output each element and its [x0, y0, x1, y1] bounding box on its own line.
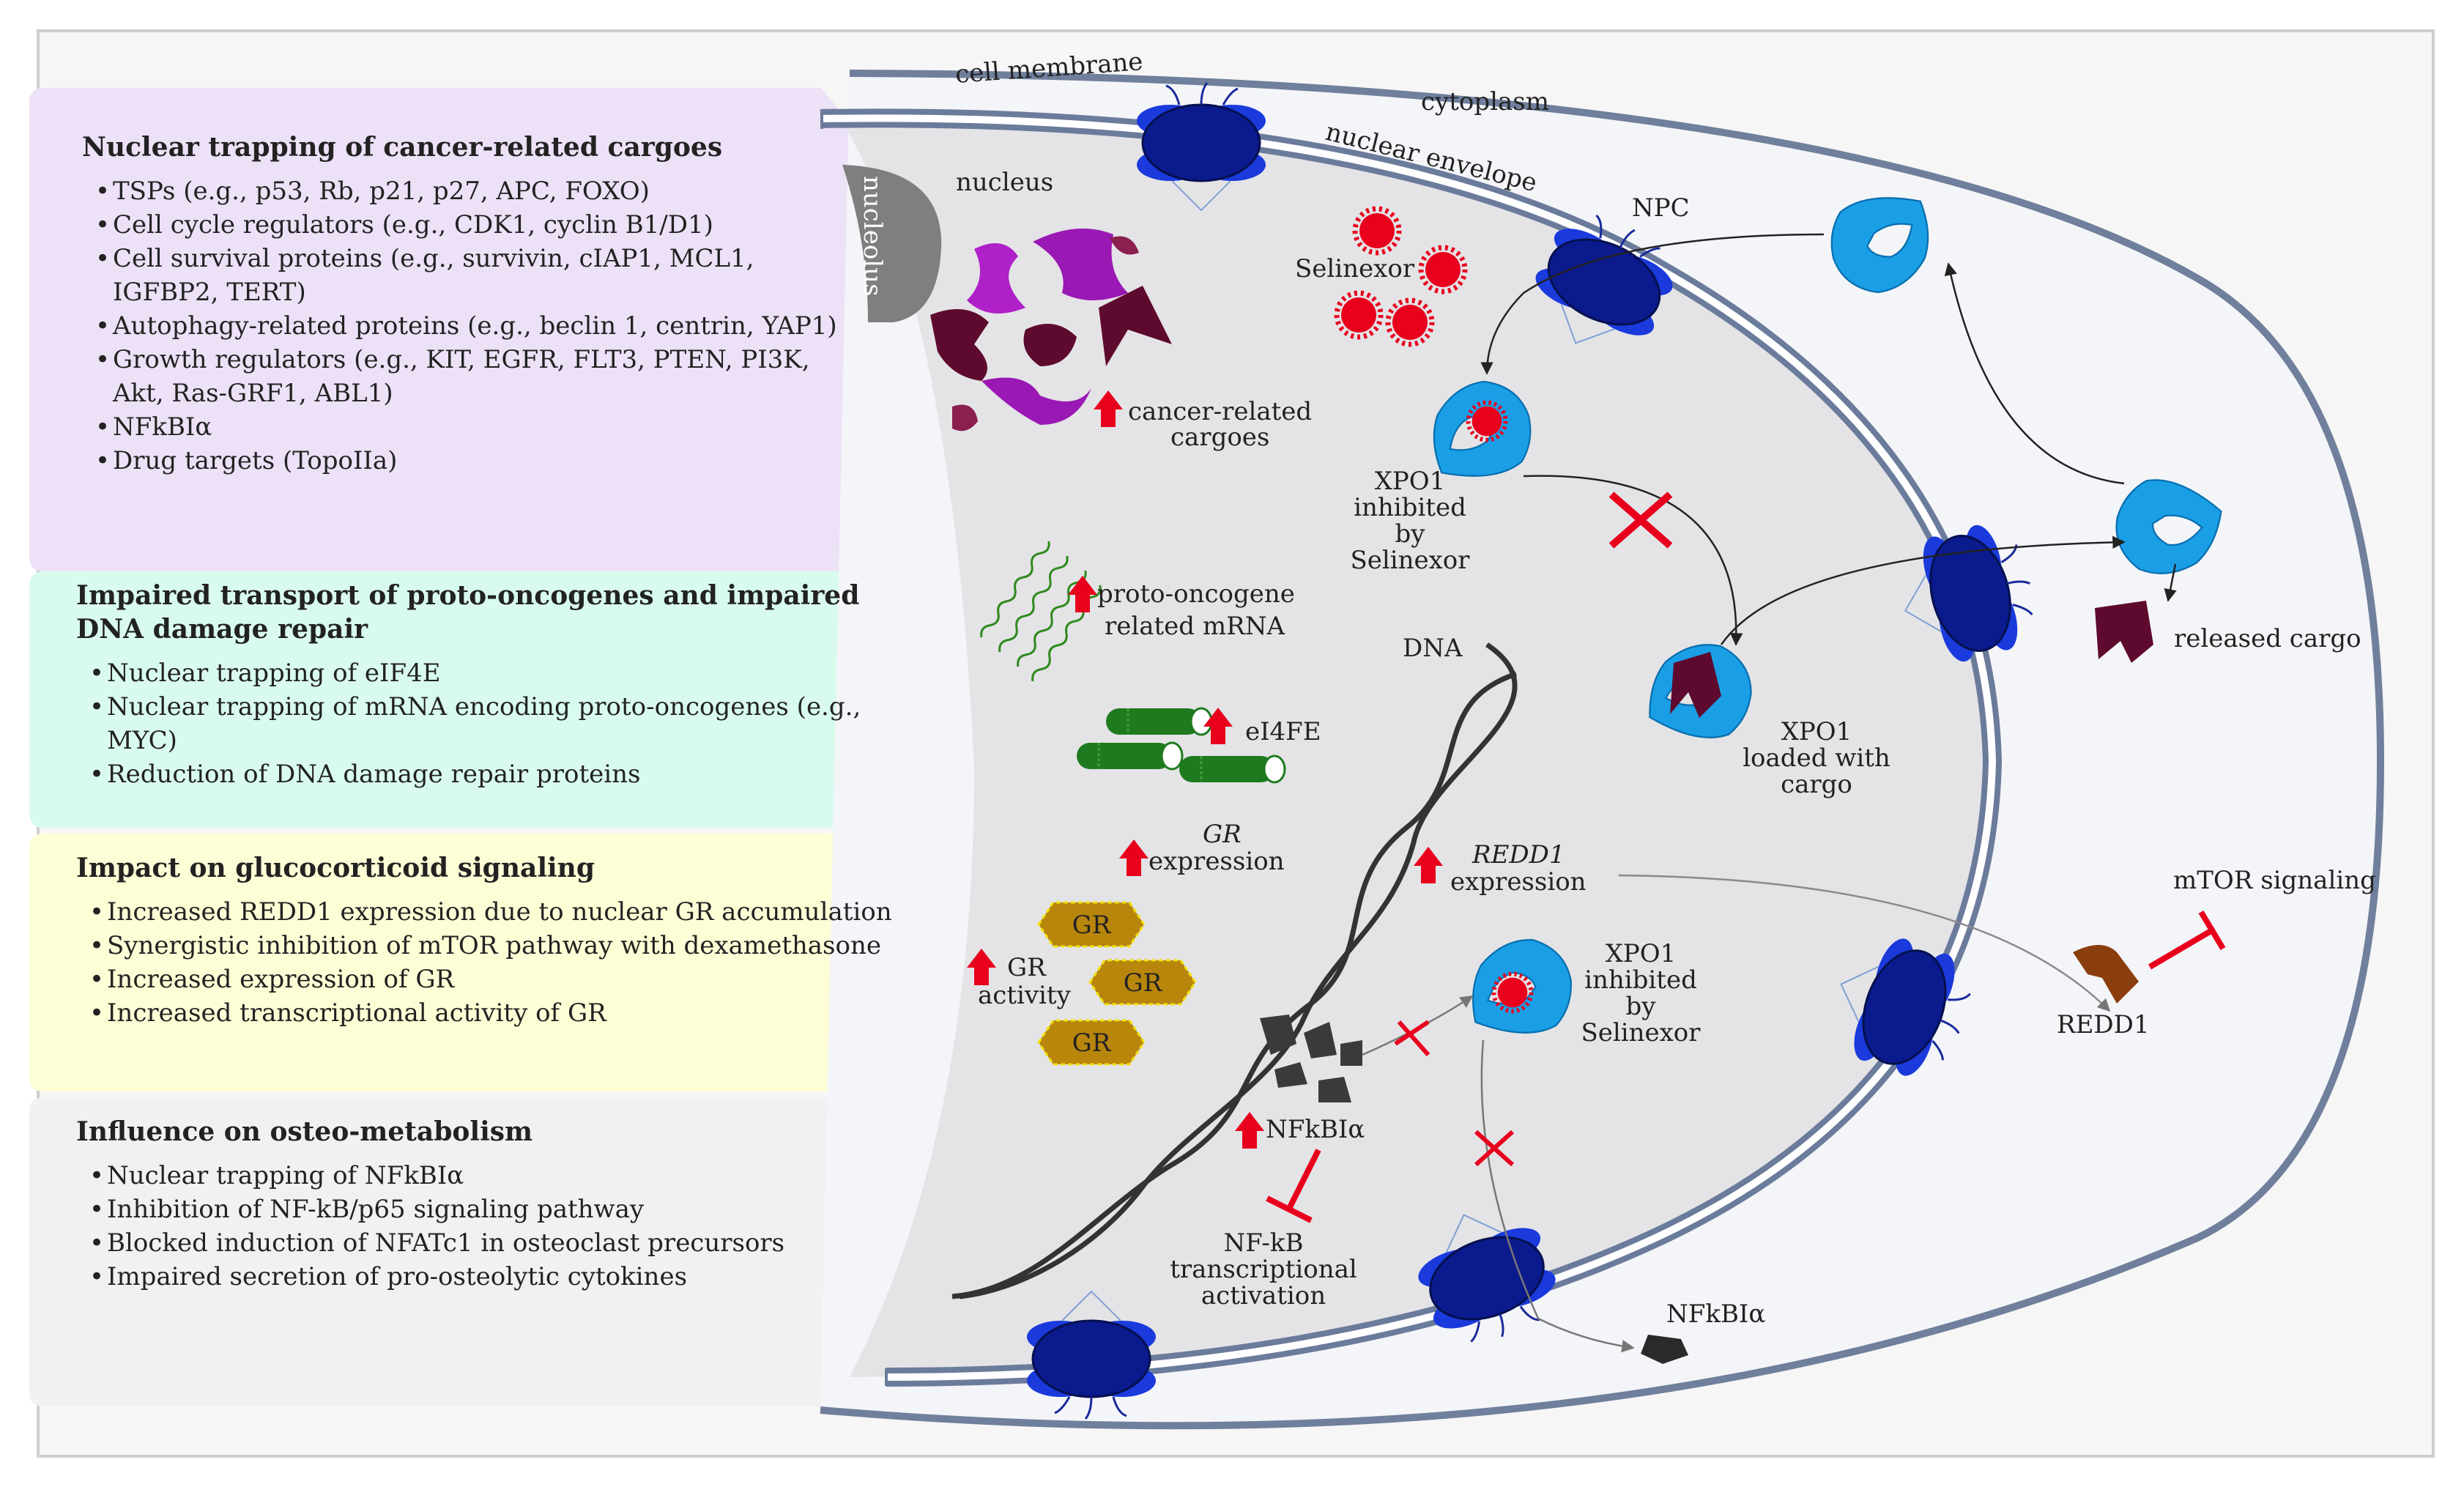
panel-title: Impact on glucocorticoid signaling [76, 853, 595, 883]
panel-title: Influence on osteo-metabolism [76, 1116, 533, 1147]
inhibition-icon [2148, 910, 2226, 970]
cargo-icon [1670, 652, 1721, 718]
panel-item: TSPs (e.g., p53, Rb, p21, p27, APC, FOXO… [95, 174, 864, 208]
gr-label: GR [1124, 968, 1163, 998]
label-redd1: REDD1 [2057, 1010, 2150, 1039]
label-redd1-expression-1: REDD1 [1472, 840, 1565, 869]
svg-text:loaded with: loaded with [1743, 744, 1890, 773]
panel-item: NFkBIα [95, 410, 864, 444]
panel-title: Nuclear trapping of cancer-related cargo… [82, 132, 723, 163]
svg-text:Selinexor: Selinexor [1581, 1018, 1701, 1047]
panel-item: Increased transcriptional activity of GR [89, 996, 952, 1030]
svg-text:by: by [1395, 519, 1426, 549]
label-proto-mrna-2: related mRNA [1105, 612, 1285, 641]
label-proto-mrna-1: proto-oncogene [1097, 579, 1295, 609]
panel-item: Nuclear trapping of NFkBIα [89, 1159, 916, 1193]
svg-text:Selinexor: Selinexor [1350, 546, 1470, 575]
block-x-icon [1474, 1130, 1515, 1167]
label-cancer-cargoes-1: cancer-related [1128, 397, 1312, 426]
panel-item: Synergistic inhibition of mTOR pathway w… [89, 929, 952, 963]
label-nfkbia: NFkBIα [1266, 1115, 1365, 1144]
label-xpo1-inhibited-b: XPO1 inhibited by Selinexor [1581, 939, 1701, 1047]
label-dna: DNA [1403, 634, 1463, 663]
cargo-icon [930, 229, 1172, 431]
panel-item: Blocked induction of NFATc1 in osteoclas… [89, 1226, 916, 1260]
block-x-icon [1608, 492, 1673, 549]
label-cancer-cargoes-2: cargoes [1170, 423, 1269, 452]
panel-item: Inhibition of NF-kB/p65 signaling pathwa… [89, 1193, 916, 1226]
nfkbia-icon [1641, 1335, 1688, 1364]
cargo-icon [2095, 601, 2153, 663]
inhibition-icon [1266, 1149, 1321, 1223]
panel-item: Reduction of DNA damage repair proteins [89, 757, 895, 791]
label-released-cargo: released cargo [2174, 624, 2361, 653]
svg-text:by: by [1626, 992, 1657, 1021]
panel-item: Nuclear trapping of mRNA encoding proto-… [89, 690, 895, 757]
panel-item: Increased REDD1 expression due to nuclea… [89, 895, 952, 929]
panel-title: Impaired transport of proto-oncogenes an… [76, 580, 860, 645]
dna-helix-icon [951, 642, 1518, 1299]
panel-item: Autophagy-related proteins (e.g., beclin… [95, 309, 864, 343]
svg-text:activation: activation [1201, 1281, 1326, 1310]
label-gr-activity-1: GR [1007, 953, 1047, 982]
svg-text:XPO1: XPO1 [1606, 939, 1677, 968]
label-gr-expression-2: expression [1148, 847, 1285, 876]
panel-item: Impaired secretion of pro-osteolytic cyt… [89, 1260, 916, 1294]
nucleolus-shape [842, 165, 942, 322]
svg-text:transcriptional: transcriptional [1170, 1255, 1357, 1284]
label-nucleus: nucleus [956, 168, 1053, 197]
panel-glucocorticoid: Impact on glucocorticoid signaling Incre… [0, 851, 952, 1030]
label-redd1-expression-2: expression [1450, 867, 1587, 897]
nfkbia-icon [1260, 1015, 1362, 1102]
svg-text:XPO1: XPO1 [1781, 717, 1852, 746]
svg-text:inhibited: inhibited [1584, 965, 1697, 995]
panel-transport: Impaired transport of proto-oncogenes an… [0, 579, 916, 791]
label-mtor: mTOR signaling [2173, 866, 2376, 895]
panel-nuclear-trapping: Nuclear trapping of cancer-related cargo… [0, 130, 864, 478]
label-cytoplasm: cytoplasm [1421, 87, 1549, 116]
label-gr-activity-2: activity [978, 981, 1072, 1010]
label-npc: NPC [1632, 193, 1690, 223]
panel-item: Growth regulators (e.g., KIT, EGFR, FLT3… [95, 343, 864, 410]
panel-item: Nuclear trapping of eIF4E [89, 656, 895, 690]
label-nfkbia-out: NFkBIα [1666, 1299, 1765, 1329]
label-selinexor: Selinexor [1295, 254, 1415, 283]
redd1-icon [2073, 945, 2139, 1004]
panel-osteo: Influence on osteo-metabolism Nuclear tr… [0, 1115, 916, 1294]
gr-label: GR [1072, 911, 1112, 940]
label-xpo1-inhibited-a: XPO1 inhibited by Selinexor [1350, 467, 1470, 575]
svg-text:cargo: cargo [1781, 770, 1852, 799]
svg-text:XPO1: XPO1 [1375, 467, 1446, 496]
label-gr-expression-1: GR [1203, 820, 1242, 849]
panel-item: Cell survival proteins (e.g., survivin, … [95, 242, 864, 309]
label-xpo1-loaded: XPO1 loaded with cargo [1743, 717, 1890, 799]
panel-item: Cell cycle regulators (e.g., CDK1, cycli… [95, 208, 864, 242]
gr-label: GR [1072, 1028, 1112, 1058]
panel-item: Drug targets (TopoIIa) [95, 444, 864, 478]
svg-text:NF-kB: NF-kB [1224, 1228, 1304, 1258]
svg-text:inhibited: inhibited [1354, 493, 1466, 522]
panel-item: Increased expression of GR [89, 963, 952, 996]
label-nfkb-activation: NF-kB transcriptional activation [1170, 1228, 1357, 1310]
label-eif4e: eI4FE [1245, 717, 1321, 746]
